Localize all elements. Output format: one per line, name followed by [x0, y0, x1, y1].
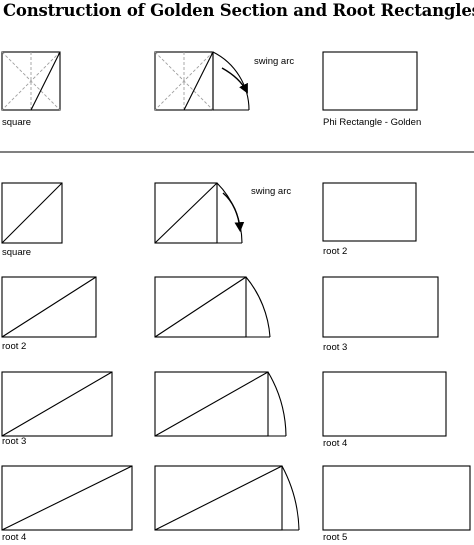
swing-arc: [216, 182, 243, 244]
diagonal: [154, 276, 247, 338]
root4-swing-construction: [154, 371, 287, 437]
caption-root3-result: root 3: [323, 342, 348, 353]
root2-source: [1, 276, 97, 338]
swing-arc: [281, 465, 300, 531]
swing-arc: [245, 276, 271, 338]
caption-root2-result: root 2: [323, 246, 348, 257]
root3-rectangle: [322, 276, 439, 338]
caption-root3-source: root 3: [2, 436, 27, 447]
root4-source: [1, 465, 133, 531]
swing-arrow: [221, 67, 248, 94]
root2-swing-construction: [154, 182, 245, 244]
caption-root5-result: root 5: [323, 532, 348, 543]
root3-source: [1, 371, 113, 437]
diagonal: [1, 182, 63, 244]
square-source: [1, 182, 63, 244]
golden-square-construction: [1, 51, 61, 111]
diagonal: [154, 182, 218, 244]
center-guides: [154, 51, 214, 111]
root3-swing-construction: [154, 276, 271, 338]
root5-rectangle: [322, 465, 471, 531]
caption-root4-result: root 4: [323, 438, 348, 449]
caption-square-top: square: [2, 117, 32, 128]
diagonal: [1, 276, 97, 338]
golden-swing-construction: [154, 51, 250, 111]
swing-arc: [212, 51, 250, 111]
caption-square-mid: square: [2, 247, 32, 258]
caption-swing-arc-mid: swing arc: [251, 186, 292, 197]
caption-phi-rectangle: Phi Rectangle - Golden: [323, 117, 422, 128]
page-title: Construction of Golden Section and Root …: [3, 1, 474, 20]
caption-swing-arc-top: swing arc: [254, 56, 295, 67]
caption-root4-source: root 4: [2, 532, 27, 543]
root5-swing-construction: [154, 465, 300, 531]
swing-arrow: [222, 192, 245, 232]
diagonal: [1, 465, 133, 531]
half-diagonal: [183, 51, 214, 111]
caption-root2-source: root 2: [2, 341, 27, 352]
root2-rectangle: [322, 182, 417, 242]
diagonal: [154, 465, 283, 531]
phi-rectangle: [322, 51, 418, 111]
half-diagonal: [30, 51, 61, 111]
root4-rectangle: [322, 371, 447, 437]
swing-arc: [267, 371, 287, 437]
center-guides: [1, 51, 61, 111]
diagonal: [1, 371, 113, 437]
diagonal: [154, 371, 269, 437]
